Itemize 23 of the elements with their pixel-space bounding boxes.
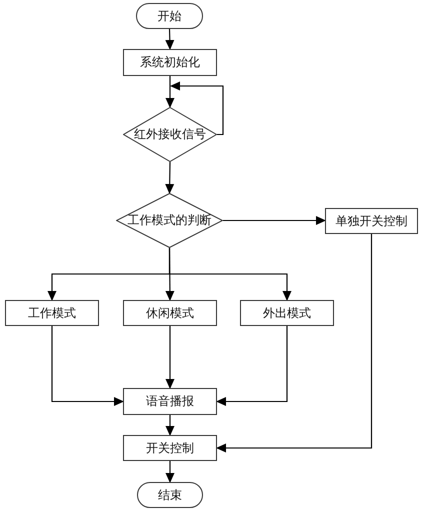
terminator: 结束 — [137, 482, 203, 508]
decision-diamond: 红外接收信号 — [123, 107, 217, 162]
arrow — [168, 248, 292, 301]
process-box: 系统初始化 — [123, 49, 217, 76]
process-box: 工作模式 — [5, 300, 99, 326]
process-box: 休闲模式 — [123, 300, 217, 326]
arrow — [223, 216, 326, 225]
arrow — [216, 234, 372, 452]
arrow — [170, 82, 224, 136]
process-box: 语音播报 — [123, 388, 217, 415]
terminator: 开始 — [136, 3, 203, 29]
arrow — [165, 28, 174, 50]
arrow — [166, 415, 174, 436]
decision-diamond: 工作模式的判断 — [116, 193, 223, 248]
arrow — [166, 326, 174, 389]
arrow — [165, 162, 174, 194]
process-box: 单独开关控制 — [325, 208, 418, 234]
arrow — [166, 76, 174, 108]
arrow — [166, 461, 174, 483]
process-box: 外出模式 — [240, 300, 334, 326]
arrow — [216, 326, 288, 406]
arrow — [51, 326, 124, 406]
process-box: 开关控制 — [123, 435, 217, 461]
